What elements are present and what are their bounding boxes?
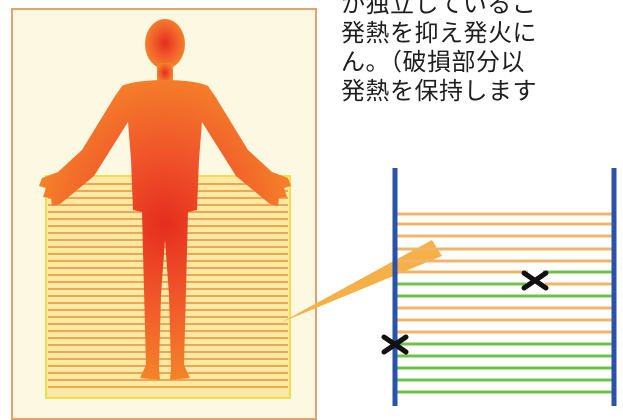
human-silhouette-icon [39, 19, 291, 380]
text-line-1: か独立しているこ [341, 0, 537, 18]
text-line-4: 発熱を保持します [341, 77, 537, 105]
text-line-3: ん。（破損部分以 [341, 48, 525, 76]
magnified-heater [381, 168, 617, 406]
description-text: か独立しているこ 発熱を抑え発火に ん。（破損部分以 発熱を保持します [341, 0, 623, 106]
break-mark-icon [381, 334, 409, 355]
magnified-heater-lines [397, 212, 612, 394]
callout-pointer [282, 240, 442, 322]
break-mark-icon [521, 270, 549, 291]
text-line-2: 発熱を抑え発火に [341, 19, 537, 47]
